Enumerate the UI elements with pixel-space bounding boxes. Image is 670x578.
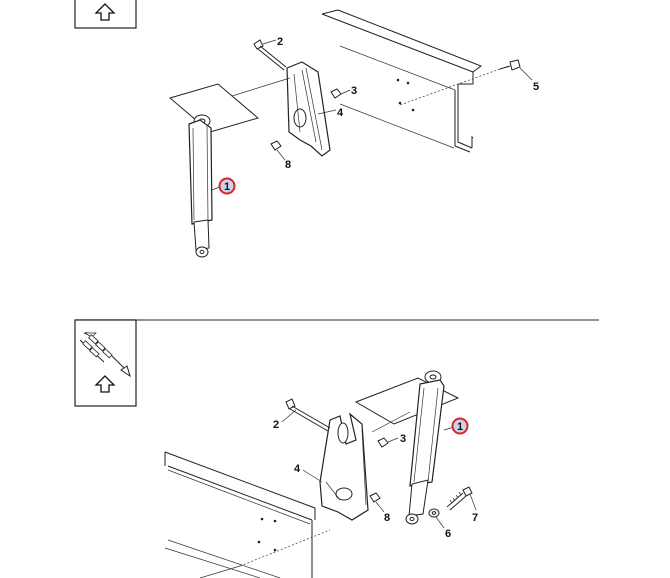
bottom-figure: 4 2 3 8 <box>74 319 478 578</box>
callout-3: 3 <box>351 85 357 97</box>
callout-1: 1 <box>224 181 230 193</box>
mounting-plate <box>168 77 291 133</box>
up-arrow-icon <box>94 3 116 21</box>
bolt-2-bottom: 2 <box>273 398 331 432</box>
top-view-icon-box <box>74 0 137 29</box>
bracket-4: 4 <box>286 61 344 157</box>
nut-8-bottom: 8 <box>369 492 390 524</box>
callout-5: 5 <box>533 81 539 93</box>
nut-8: 8 <box>270 140 291 171</box>
conveyor-rollers-icon <box>79 331 131 378</box>
bottom-view-icon-box <box>74 319 137 407</box>
callout-6: 6 <box>445 528 451 540</box>
callout-8-bottom: 8 <box>384 512 390 524</box>
nut-3: 3 <box>330 85 357 99</box>
callout-3-bottom: 3 <box>400 433 406 445</box>
callout-2: 2 <box>277 36 283 48</box>
washer-6: 6 <box>428 508 451 540</box>
up-arrow-icon <box>94 375 116 393</box>
bolt-5: 5 <box>399 59 539 106</box>
bracket-4-bottom: 4 <box>294 412 369 521</box>
bolt-2: 2 <box>253 36 287 71</box>
callout-7: 7 <box>472 512 478 524</box>
callout-2-bottom: 2 <box>273 419 279 431</box>
callout-4-bottom: 4 <box>294 463 301 475</box>
shock-absorber-1: 1 <box>188 114 236 258</box>
shock-absorber-1-bottom: 1 <box>405 370 469 525</box>
nut-3-bottom: 3 <box>377 433 406 448</box>
top-figure: 5 4 2 3 8 <box>74 0 539 258</box>
callout-1-bottom: 1 <box>457 421 463 433</box>
bolt-7: 7 <box>446 486 478 524</box>
frame-rail-bottom <box>164 451 331 578</box>
callout-4: 4 <box>337 107 344 119</box>
callout-8: 8 <box>285 159 291 171</box>
frame-rail <box>321 9 483 153</box>
